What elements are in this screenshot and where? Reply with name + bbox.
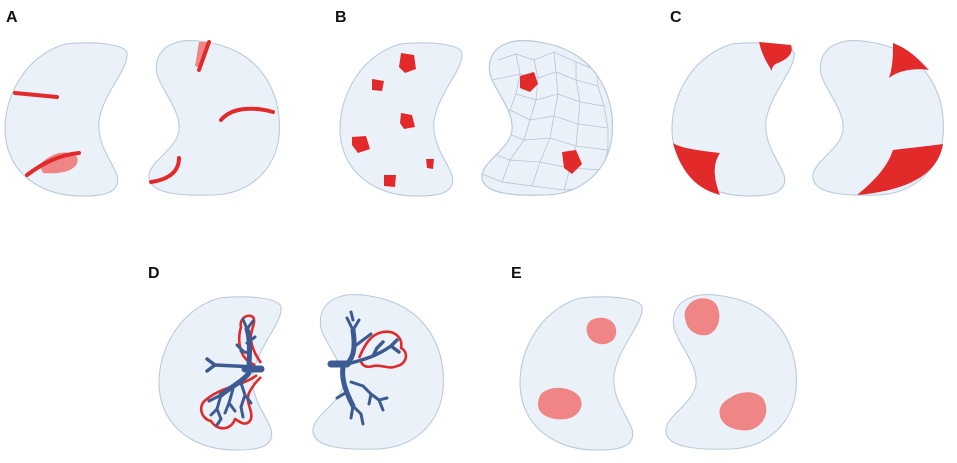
ground-glass-patch-4 xyxy=(719,392,767,431)
ground-glass-patch-3 xyxy=(684,298,720,336)
peribronchovascular-outline-right xyxy=(357,330,408,369)
panel-d-right-lung xyxy=(312,294,444,450)
nodule-4 xyxy=(352,136,370,153)
nodule-1 xyxy=(399,53,416,73)
peribronchovascular-outline-left xyxy=(199,314,263,430)
panel-a-left-lung xyxy=(4,42,128,197)
nodule-in-lobule-2 xyxy=(562,150,582,174)
curvilinear-band-right-lower xyxy=(149,156,181,184)
panel-label-c: C xyxy=(670,9,682,26)
nodule-6 xyxy=(384,175,396,187)
panel-a-right-lung xyxy=(148,40,280,196)
nodule-5 xyxy=(426,159,434,169)
panel-d: D xyxy=(148,265,444,451)
subpleural-opacity-pink xyxy=(39,152,78,174)
apical-linear-band xyxy=(197,40,211,72)
peripheral-consolidation-lower-left xyxy=(673,143,720,195)
panel-b: B xyxy=(335,9,613,197)
linear-band-upper-left xyxy=(13,91,59,99)
ground-glass-patch-1 xyxy=(586,317,617,345)
panel-e-right-lung xyxy=(665,294,797,450)
curvilinear-band-right-mid xyxy=(219,106,275,122)
panel-e-left-lung xyxy=(519,296,643,451)
nodule-2 xyxy=(372,79,384,91)
panel-b-right-lung xyxy=(481,40,613,196)
panel-label-a: A xyxy=(6,9,18,26)
peripheral-consolidation-apex xyxy=(759,42,792,71)
panel-c-left-lung xyxy=(671,42,795,197)
panel-c: C xyxy=(670,9,944,197)
panel-d-left-lung xyxy=(158,296,282,451)
panel-label-d: D xyxy=(148,265,160,282)
bronchial-tree-right xyxy=(327,310,401,426)
panel-c-right-lung xyxy=(812,40,944,196)
panel-label-b: B xyxy=(335,9,347,26)
panel-e: E xyxy=(511,265,797,451)
panel-a: A xyxy=(4,9,280,197)
curvilinear-band-lower-left xyxy=(25,151,81,177)
nodule-in-lobule-1 xyxy=(520,72,538,92)
nodule-3 xyxy=(400,113,415,129)
peripheral-consolidation-right-apex xyxy=(889,43,929,78)
ground-glass-patch-2 xyxy=(538,387,582,420)
panel-b-left-lung xyxy=(339,42,463,197)
peripheral-consolidation-right-lower xyxy=(857,144,943,195)
panel-label-e: E xyxy=(511,265,522,282)
bronchial-tree-left xyxy=(205,317,265,427)
